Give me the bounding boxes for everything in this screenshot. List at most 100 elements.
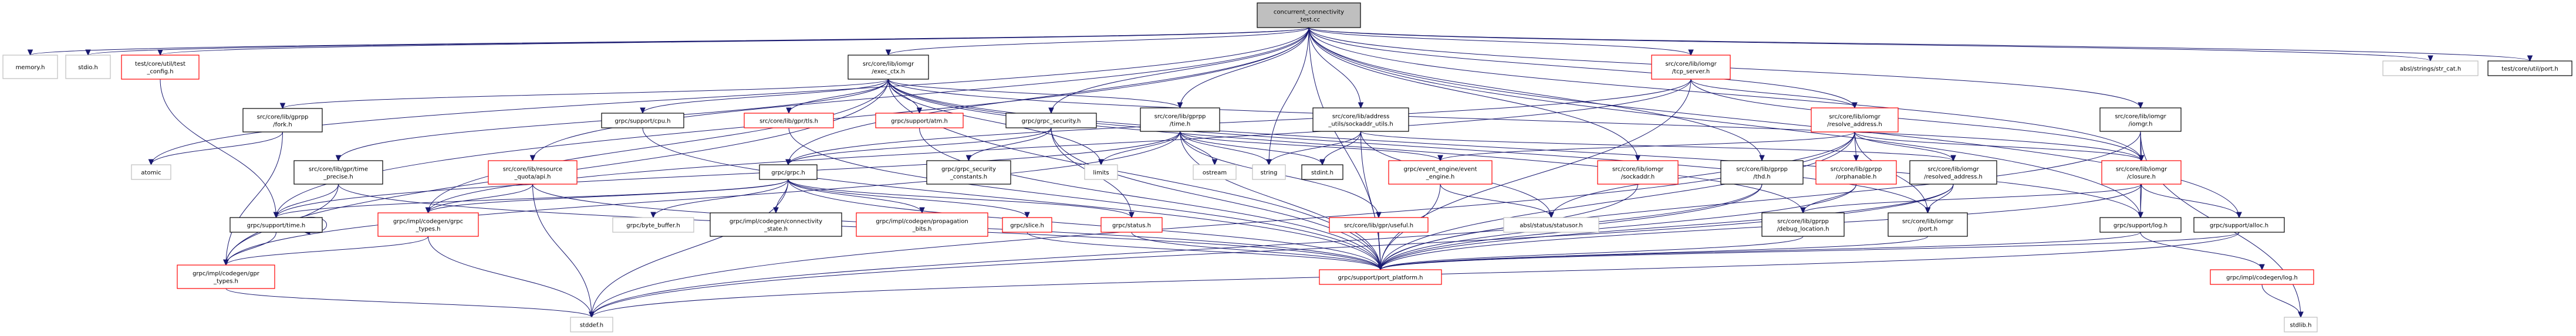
edge-line (225, 288, 592, 318)
node-label: _engine.h (1426, 174, 1455, 181)
node-box (1140, 107, 1220, 132)
arrowhead-icon (85, 49, 91, 56)
edge-line (888, 79, 2141, 218)
edge-sockaddr_utils-to-stdint_h (1319, 131, 1361, 166)
node-box (1651, 55, 1731, 80)
arrowhead-icon (1548, 212, 1554, 219)
edge-line (2141, 184, 2240, 218)
node-gpr-types[interactable]: grpc/impl/codegen/gpr_types.h (177, 264, 275, 289)
node-box (242, 108, 323, 133)
node-memory-h: memory.h (2, 55, 58, 79)
node-tls-h[interactable]: src/core/lib/gpr/tls.h (744, 113, 834, 128)
node-resolved-address[interactable]: src/core/lib/iomgr/resolved_address.h (1909, 160, 1997, 185)
node-connectivity-state[interactable]: grpc/impl/codegen/connectivity_state.h (710, 212, 842, 237)
node-grpc-types[interactable]: grpc/impl/codegen/grpc_types.h (377, 212, 479, 237)
edge-line (1180, 131, 1381, 270)
node-label: grpc/event_engine/event (1403, 167, 1477, 173)
edge-grpc_h-to-propagation_bits (788, 179, 925, 214)
node-codegen-log[interactable]: grpc/impl/codegen/log.h (2210, 269, 2314, 285)
node-label: grpc/support/log.h (2114, 223, 2168, 229)
edge-line (788, 179, 923, 213)
arrowhead-icon (1688, 49, 1694, 56)
node-orphanable[interactable]: src/core/lib/gprpp/orphanable.h (1815, 160, 1897, 185)
edge-line (788, 79, 1692, 165)
node-grpc-security[interactable]: grpc/grpc_security.h (1005, 113, 1097, 128)
node-label: grpc/support/port_platform.h (1338, 275, 1423, 281)
node-iomgr-sockaddr[interactable]: src/core/lib/iomgr/sockaddr.h (1597, 160, 1679, 185)
edge-line (1380, 131, 1855, 270)
node-resource-quota[interactable]: src/core/lib/resource_quota/api.h (488, 160, 578, 185)
edge-line (1690, 79, 1855, 108)
edge-line (1180, 131, 1323, 165)
edge-resolve_address-to-port_platform (1378, 131, 1855, 271)
node-useful-h[interactable]: src/core/lib/gpr/useful.h (1329, 217, 1429, 233)
node-sockaddr-utils[interactable]: src/core/lib/address_utils/sockaddr_util… (1312, 107, 1409, 132)
edge-event_engine-to-statusor (1440, 184, 1554, 219)
node-root[interactable]: concurrent_connectivity_test.cc (1257, 2, 1361, 28)
node-label: src/core/lib/gprpp (1777, 219, 1829, 225)
node-closure[interactable]: src/core/lib/iomgr/closure.h (2101, 160, 2182, 185)
arrowhead-icon (1759, 155, 1765, 162)
edge-grpc_types-to-gpr_types (223, 236, 428, 266)
edge-root-to-tcp_server (1308, 27, 1694, 56)
node-grpc-h[interactable]: grpc/grpc.h (759, 164, 818, 180)
node-log-h[interactable]: grpc/support/log.h (2099, 217, 2182, 233)
edge-exec_ctx-to-grpc_types (425, 79, 889, 214)
node-label: /thd.h (1753, 174, 1771, 181)
node-support-time[interactable]: grpc/support/time.h (229, 217, 323, 233)
node-thd-h[interactable]: src/core/lib/gprpp/thd.h (1720, 160, 1804, 185)
node-iomgr-port[interactable]: src/core/lib/iomgr/port.h (1888, 212, 1968, 237)
edge-line (1551, 131, 1855, 218)
node-gprpp-time[interactable]: src/core/lib/gprpp/time.h (1140, 107, 1220, 132)
node-atm-h[interactable]: grpc/support/atm.h (875, 113, 964, 128)
edge-line (1308, 27, 1381, 270)
edge-line (1268, 131, 1361, 165)
arrowhead-icon (885, 49, 892, 56)
node-event-engine[interactable]: grpc/event_engine/event_engine.h (1388, 160, 1493, 185)
node-cpu-h[interactable]: grpc/support/cpu.h (601, 113, 684, 128)
edge-line (1131, 232, 1381, 270)
node-debug-location[interactable]: src/core/lib/gprpp/debug_location.h (1761, 212, 1845, 237)
node-box (2099, 217, 2182, 233)
node-util-port[interactable]: test/core/util/port.h (2487, 60, 2572, 76)
node-label: grpc/support/cpu.h (615, 118, 670, 125)
edge-line (888, 79, 2142, 161)
node-port-platform[interactable]: grpc/support/port_platform.h (1319, 269, 1442, 285)
node-status-h[interactable]: grpc/status.h (1100, 217, 1163, 233)
node-label: src/core/lib/iomgr (1829, 114, 1880, 120)
node-iomgr-h[interactable]: src/core/lib/iomgr/iomgr.h (2099, 107, 2182, 132)
node-stdint-h[interactable]: stdint.h (1301, 164, 1343, 180)
edge-tcp_server-to-grpc_types (425, 79, 1692, 214)
edge-line (151, 131, 283, 165)
node-label: src/core/lib/iomgr (1927, 167, 1979, 173)
node-propagation-bits[interactable]: grpc/impl/codegen/propagation_bits.h (856, 212, 988, 237)
node-sec-constants[interactable]: grpc/grpc_security_constants.h (926, 160, 1011, 185)
node-str-cat: absl/strings/str_cat.h (2382, 60, 2479, 76)
node-alloc-h[interactable]: grpc/support/alloc.h (2193, 217, 2285, 233)
edge-line (1308, 27, 1763, 161)
node-tcp-server[interactable]: src/core/lib/iomgr/tcp_server.h (1651, 55, 1731, 80)
node-exec-ctx[interactable]: src/core/lib/iomgr/exec_ctx.h (848, 55, 929, 80)
node-box (2101, 160, 2182, 185)
edge-grpc_h-to-support_time (273, 179, 789, 219)
edge-log_h-to-port_platform (1378, 232, 2141, 271)
node-time-precise[interactable]: src/core/lib/gpr/time_precise.h (293, 160, 383, 185)
arrowhead-icon (785, 159, 791, 166)
node-resolve-address[interactable]: src/core/lib/iomgr/resolve_address.h (1811, 107, 1899, 133)
node-slice-h[interactable]: grpc/slice.h (1002, 217, 1052, 233)
edge-line (591, 184, 1954, 318)
arrowhead-icon (773, 207, 779, 214)
edge-gpr_types-to-stddef_h (225, 288, 595, 318)
node-fork-h[interactable]: src/core/lib/gprpp/fork.h (242, 108, 323, 133)
arrowhead-icon (425, 207, 431, 214)
node-statusor: absl/status/statusor.h (1503, 217, 1599, 233)
edge-log_h-to-codegen_log (2140, 232, 2265, 271)
edge-line (1380, 184, 1856, 270)
edge-closure-to-log_h (2138, 184, 2143, 219)
node-test-config[interactable]: test/core/util/test_config.h (121, 55, 200, 80)
node-label: src/core/lib/gprpp (1154, 114, 1206, 120)
arrowhead-icon (1800, 207, 1806, 214)
edge-test_config-to-support_time (160, 79, 279, 219)
edge-line (1927, 184, 1954, 213)
